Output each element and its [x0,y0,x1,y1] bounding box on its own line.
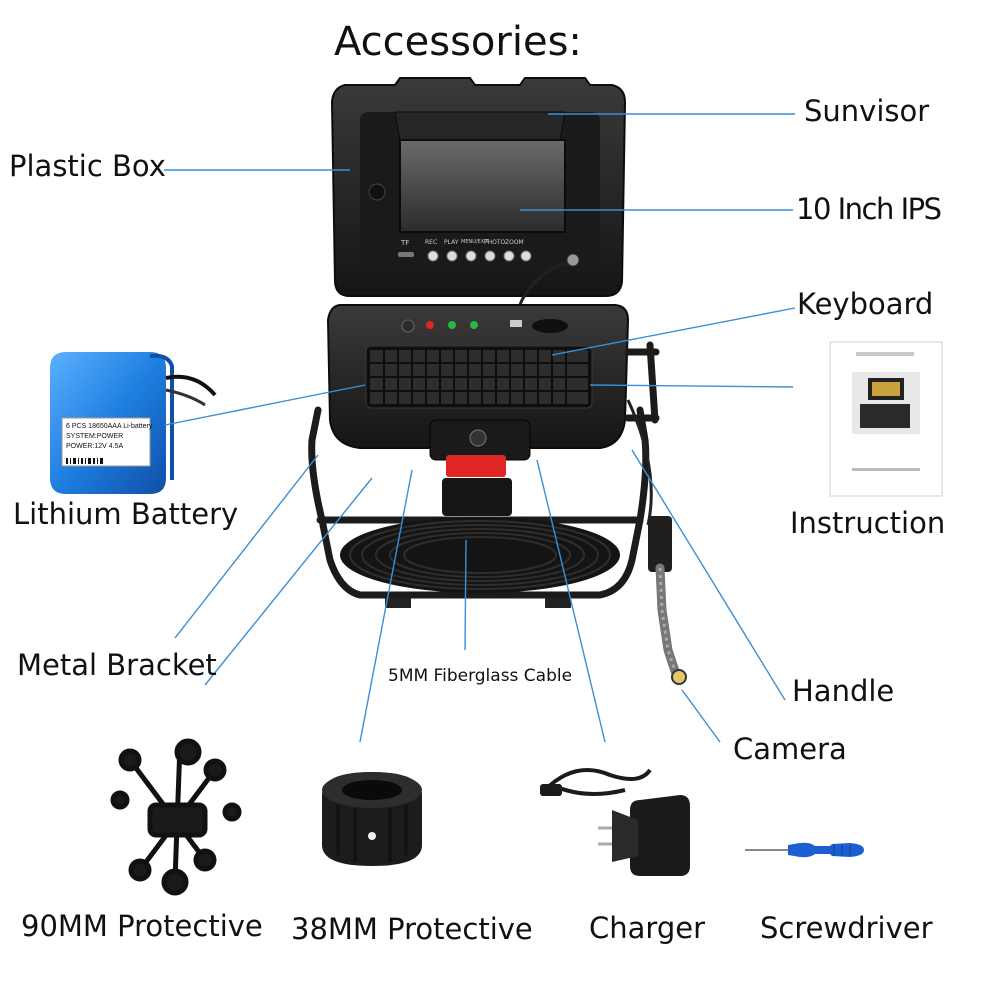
monitor-button-row [398,250,532,262]
plastic-box-lid [330,77,627,297]
monitor-button-label-menu: MENU/EXIT [461,239,489,245]
protective-38mm-illustration [322,772,422,866]
monitor-button-label-rec: REC [425,239,438,246]
leader-metal-bracket-2 [204,477,373,686]
instruction-booklet [829,341,943,497]
fiberglass-cable-reel [340,517,620,608]
label-camera: Camera [733,732,847,766]
leader-metal-bracket-1 [174,454,319,639]
lithium-battery-illustration [50,352,217,494]
monitor-tf-label: TF [401,239,410,247]
monitor-button-label-play: PLAY [444,239,459,246]
screwdriver-illustration [745,842,864,858]
leader-handle [631,449,786,701]
ips-screen [399,139,566,233]
protective-90mm-illustration [110,738,242,896]
leader-lithium-battery [164,384,366,426]
label-keyboard: Keyboard [797,287,934,321]
battery-label-line-2: SYSTEM:POWER [66,433,123,440]
monitor-button-label-zoom: ZOOM [505,239,524,246]
case-latch [429,419,531,516]
battery-label-line-1: 6 PCS 18650AAA Li-battery [66,423,153,430]
keyboard-illustration [365,345,593,409]
label-plastic-box: Plastic Box [9,149,166,183]
label-sunvisor: Sunvisor [804,94,930,128]
label-ips: 10 Inch IPS [796,192,942,226]
leader-cable [464,539,467,651]
page-title: Accessories: [334,19,582,65]
battery-label-line-3: POWER:12V 4.5A [66,443,124,450]
monitor-button-label-photo: PHOTO [484,239,506,246]
charger-illustration [540,768,690,876]
leader-keyboard [551,307,796,356]
label-protective-90mm: 90MM Protective [21,909,263,943]
leader-camera [681,689,721,743]
leader-charger [536,459,606,743]
label-charger: Charger [589,911,705,945]
label-instruction: Instruction [790,506,946,540]
label-lithium-battery: Lithium Battery [13,497,239,531]
label-metal-bracket: Metal Bracket [17,648,217,682]
label-handle: Handle [792,674,895,708]
label-cable: 5MM Fiberglass Cable [388,666,573,686]
label-screwdriver: Screwdriver [760,911,933,945]
leader-instruction [589,384,794,388]
label-protective-38mm: 38MM Protective [291,912,533,946]
leader-38mm [359,469,413,743]
leader-lines [164,113,796,743]
camera-probe [626,399,687,685]
